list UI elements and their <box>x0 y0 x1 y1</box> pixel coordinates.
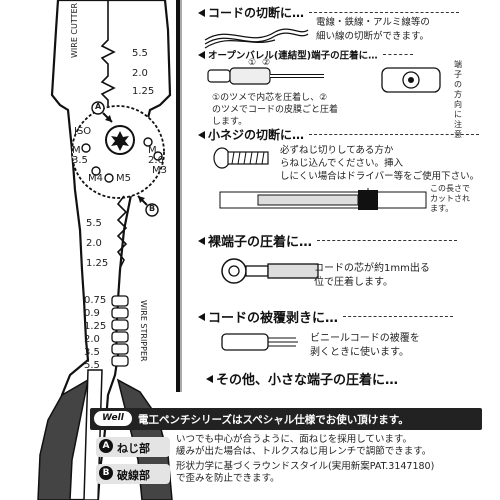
terminal-direction-illustration <box>381 67 441 93</box>
feature-name: ねじ部 <box>117 442 150 455</box>
section-cut-note: この長さで カットされ ます。 <box>430 184 470 213</box>
feature-badge-a: A ねじ部 <box>96 437 170 457</box>
column-rule <box>176 0 180 392</box>
screw-label-m35: M 3.5 <box>72 145 88 166</box>
screw-illustration <box>213 147 269 169</box>
screw-label-m5: M5 <box>116 173 131 184</box>
section-desc-open-barrel: ①のツメで内芯を圧着し、② のツメでコードの皮膜ごと圧着 します。 <box>212 93 339 127</box>
column-rule-shade <box>180 0 182 392</box>
well-series-text: 電工ペンチシリーズはスペシャル仕様でお使い頂けます。 <box>138 414 409 426</box>
claw-1-label: ① <box>248 58 257 68</box>
strip-size-label: 3.5 <box>84 347 100 358</box>
top-size-label: 1.25 <box>132 86 155 97</box>
triangle-icon <box>198 8 205 17</box>
feature-key: B <box>99 466 113 480</box>
bare-terminal-illustration <box>221 258 319 284</box>
well-logo: Well <box>94 411 132 426</box>
mid-size-label: 1.25 <box>86 258 109 269</box>
section-desc-bare-terminal: コードの芯が約1mm出る 位で圧着します。 <box>314 263 430 288</box>
well-series-banner: Well 電工ペンチシリーズはスペシャル仕様でお使い頂けます。 <box>90 408 482 430</box>
section-header-bare-terminal: 裸端子の圧着に… <box>198 230 458 250</box>
section-header-cutting: コードの切断に… <box>198 2 460 21</box>
section-desc-stripping: ビニールコードの被覆を 剥くときに使います。 <box>310 333 420 358</box>
feature-badge-b: B 破線部 <box>96 464 170 484</box>
feature-desc-b: 形状力学に基づくラウンドスタイル(実用新案PAT.3147180) で歪みを防止… <box>176 461 435 484</box>
section-desc-cutting: 電線・鉄線・アルミ線等の 細い線の切断ができます。 <box>316 17 430 42</box>
strip-size-label: 0.75 <box>84 295 107 306</box>
top-size-label: 2.0 <box>132 68 148 79</box>
triangle-icon <box>198 130 205 139</box>
section-header-other: その他、小さな端子の圧着に… <box>206 368 398 388</box>
strip-size-label: 2.0 <box>84 334 100 345</box>
screw-label-m4: M4 <box>88 173 103 184</box>
section-header-open-barrel: オープンバレル(連結型)端子の圧着に… <box>198 44 413 63</box>
wire-coil-illustration <box>204 28 309 49</box>
feature-desc-a: いつでも中心が合うように、面ねじを採用しています。 緩みが出た場合は、トルクスね… <box>176 434 432 457</box>
section-header-stripping: コードの被覆剥きに… <box>198 306 454 326</box>
screw-label-m3: M3 <box>152 165 167 176</box>
triangle-icon <box>198 312 205 321</box>
screw-label-iso: ISO <box>74 126 92 137</box>
strip-size-label: 0.9 <box>84 308 100 319</box>
mid-size-label: 5.5 <box>86 218 102 229</box>
top-size-label: 5.5 <box>132 48 148 59</box>
strip-size-label: 5.5 <box>84 360 100 371</box>
triangle-icon <box>198 50 205 59</box>
triangle-icon <box>198 236 205 245</box>
strip-size-label: 1.25 <box>84 321 107 332</box>
stripped-wire-illustration <box>221 333 298 351</box>
screw-label-m26: M 2.6 <box>148 145 164 166</box>
mid-size-label: 2.0 <box>86 238 102 249</box>
section-desc-small-screw: 必ずねじ切りしてある方か らねじ込んでください。挿入 しにくい場合はドライバー等… <box>280 145 480 182</box>
usage-column: コードの切断に… 電線・鉄線・アルミ線等の 細い線の切断ができます。 オープンバ… <box>176 0 494 392</box>
wire-stripper-label: WIRE STRIPPER <box>139 300 148 362</box>
feature-name: 破線部 <box>117 469 150 482</box>
triangle-icon <box>206 374 213 383</box>
feature-key: A <box>99 439 113 453</box>
open-barrel-terminal-illustration <box>207 67 324 85</box>
section-header-small-screw: 小ネジの切断に… <box>198 124 480 143</box>
screw-cut-illustration <box>219 188 427 212</box>
marker-a-label: A <box>95 102 102 111</box>
claw-2-label: ② <box>262 58 271 68</box>
wire-cutter-label: WIRE CUTTER <box>70 2 79 58</box>
marker-b-label: B <box>149 204 156 213</box>
